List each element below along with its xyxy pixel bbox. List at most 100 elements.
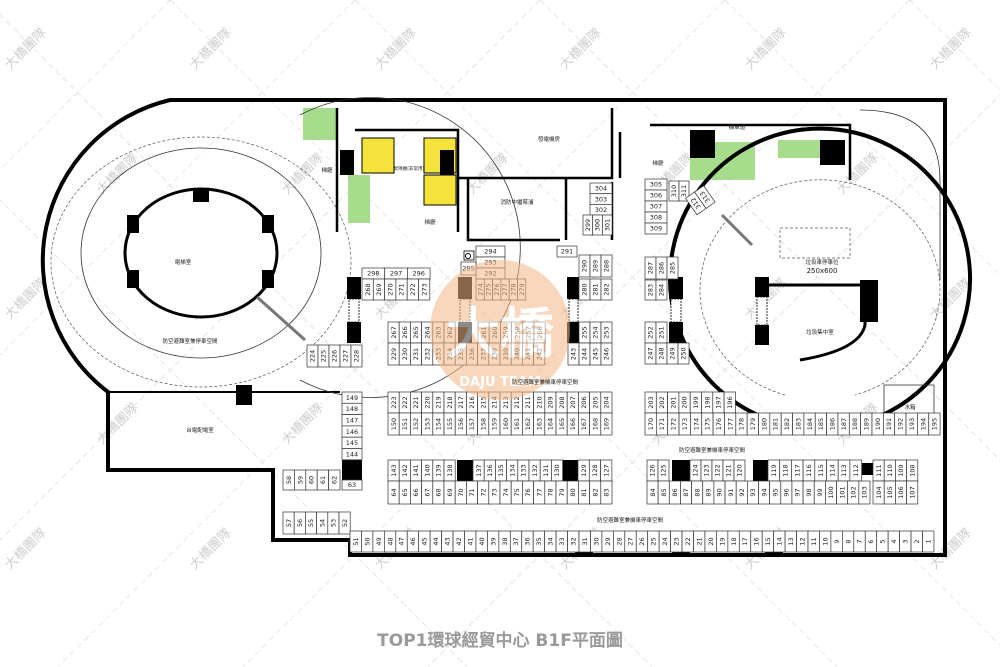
parking-stall[interactable]: 181 <box>769 412 782 436</box>
parking-stall[interactable]: 41 <box>464 530 477 553</box>
parking-stall[interactable]: 302 <box>589 204 613 216</box>
parking-stall[interactable]: 58 <box>282 469 295 491</box>
parking-stall[interactable]: 146 <box>341 425 363 438</box>
parking-stall[interactable]: 186 <box>826 412 839 436</box>
parking-stall[interactable]: 131 <box>539 459 552 482</box>
parking-stall[interactable]: 222 <box>398 391 411 414</box>
parking-stall[interactable]: 82 <box>589 480 602 505</box>
parking-stall[interactable]: 217 <box>454 391 467 414</box>
parking-stall[interactable]: 59 <box>294 469 307 491</box>
parking-stall[interactable]: 175 <box>701 412 714 436</box>
parking-stall[interactable]: 205 <box>589 391 602 414</box>
parking-stall[interactable]: 313 <box>694 185 716 209</box>
parking-stall[interactable]: 252 <box>644 321 657 344</box>
parking-stall[interactable]: 1 <box>922 530 935 553</box>
parking-stall[interactable]: 137 <box>472 459 485 482</box>
parking-stall[interactable]: 7 <box>853 530 866 553</box>
parking-stall[interactable]: 178 <box>735 412 748 436</box>
parking-stall[interactable]: 123 <box>700 459 713 482</box>
parking-stall[interactable]: 102 <box>847 480 860 505</box>
parking-stall[interactable]: 40 <box>475 530 488 553</box>
parking-stall[interactable]: 125 <box>657 459 670 482</box>
parking-stall[interactable]: 189 <box>860 412 873 436</box>
parking-stall[interactable]: 166 <box>566 412 579 436</box>
parking-stall[interactable]: 273 <box>418 278 431 301</box>
parking-stall[interactable]: 57 <box>282 511 295 535</box>
parking-stall[interactable]: 163 <box>533 412 546 436</box>
parking-stall[interactable]: 301 <box>602 214 613 236</box>
parking-stall[interactable]: 11 <box>807 530 820 553</box>
parking-stall[interactable]: 119 <box>767 459 781 482</box>
parking-stall[interactable]: 169 <box>600 412 613 436</box>
parking-stall[interactable]: 92 <box>735 480 748 505</box>
parking-stall[interactable]: 231 <box>410 342 422 366</box>
parking-stall[interactable]: 269 <box>372 278 385 301</box>
parking-stall[interactable]: 54 <box>316 511 329 535</box>
parking-stall[interactable]: 47 <box>395 530 408 553</box>
parking-stall[interactable]: 14 <box>773 530 786 553</box>
parking-stall[interactable]: 29 <box>601 530 614 553</box>
parking-stall[interactable]: 199 <box>689 391 702 414</box>
parking-stall[interactable]: 202 <box>655 391 668 414</box>
parking-stall[interactable]: 306 <box>644 189 668 202</box>
parking-stall[interactable]: 84 <box>646 480 659 505</box>
parking-stall[interactable]: 266 <box>398 321 411 344</box>
parking-stall[interactable]: 67 <box>421 480 434 505</box>
parking-stall[interactable]: 289 <box>589 254 602 278</box>
parking-stall[interactable]: 49 <box>372 530 385 553</box>
parking-stall[interactable]: 311 <box>678 180 690 202</box>
parking-stall[interactable]: 72 <box>477 480 490 505</box>
parking-stall[interactable]: 35 <box>532 530 546 553</box>
parking-stall[interactable]: 310 <box>668 180 680 202</box>
parking-stall[interactable]: 126 <box>646 459 659 482</box>
parking-stall[interactable]: 164 <box>544 412 557 436</box>
parking-stall[interactable]: 75 <box>510 480 523 505</box>
parking-stall[interactable]: 194 <box>917 412 930 436</box>
parking-stall[interactable]: 187 <box>837 412 850 436</box>
parking-stall[interactable]: 2 <box>910 530 923 553</box>
parking-stall[interactable]: 81 <box>578 480 590 505</box>
parking-stall[interactable]: 46 <box>406 530 420 553</box>
parking-stall[interactable]: 162 <box>522 412 534 436</box>
parking-stall[interactable]: 195 <box>928 412 941 436</box>
parking-stall[interactable]: 190 <box>871 412 884 436</box>
parking-stall[interactable]: 251 <box>655 321 668 344</box>
parking-stall[interactable]: 91 <box>724 480 737 505</box>
parking-stall[interactable]: 45 <box>418 530 431 553</box>
parking-stall[interactable]: 173 <box>678 412 691 436</box>
parking-stall[interactable]: 246 <box>600 342 613 366</box>
parking-stall[interactable]: 209 <box>544 391 557 414</box>
parking-stall[interactable]: 6 <box>864 530 878 553</box>
parking-stall[interactable]: 284 <box>655 279 668 301</box>
parking-stall[interactable]: 17 <box>738 530 752 553</box>
parking-stall[interactable]: 136 <box>483 459 496 482</box>
parking-stall[interactable]: 305 <box>644 178 668 191</box>
parking-stall[interactable]: 177 <box>724 412 737 436</box>
parking-stall[interactable]: 86 <box>668 480 681 505</box>
parking-stall[interactable]: 268 <box>361 278 374 301</box>
parking-stall[interactable]: 141 <box>410 459 422 482</box>
parking-stall[interactable]: 267 <box>387 321 400 344</box>
parking-stall[interactable]: 200 <box>678 391 691 414</box>
parking-stall[interactable]: 161 <box>510 412 523 436</box>
parking-stall[interactable]: 132 <box>528 459 541 482</box>
parking-stall[interactable]: 44 <box>429 530 442 553</box>
parking-stall[interactable]: 138 <box>443 459 456 482</box>
parking-stall[interactable]: 198 <box>701 391 714 414</box>
parking-stall[interactable]: 53 <box>327 511 340 535</box>
parking-stall[interactable]: 244 <box>578 342 591 366</box>
parking-stall[interactable]: 42 <box>452 530 465 553</box>
parking-stall[interactable]: 287 <box>644 256 657 280</box>
parking-stall[interactable]: 210 <box>533 391 546 414</box>
parking-stall[interactable]: 170 <box>644 412 657 436</box>
parking-stall[interactable]: 171 <box>655 412 669 436</box>
parking-stall[interactable]: 74 <box>499 480 512 505</box>
parking-stall[interactable]: 94 <box>758 480 770 505</box>
parking-stall[interactable]: 37 <box>509 530 523 553</box>
parking-stall[interactable]: 248 <box>655 342 668 365</box>
parking-stall[interactable]: 142 <box>398 459 411 482</box>
parking-stall[interactable]: 30 <box>590 530 603 553</box>
parking-stall[interactable]: 99 <box>813 480 826 505</box>
parking-stall[interactable]: 206 <box>578 391 590 414</box>
parking-stall[interactable]: 20 <box>704 530 717 553</box>
